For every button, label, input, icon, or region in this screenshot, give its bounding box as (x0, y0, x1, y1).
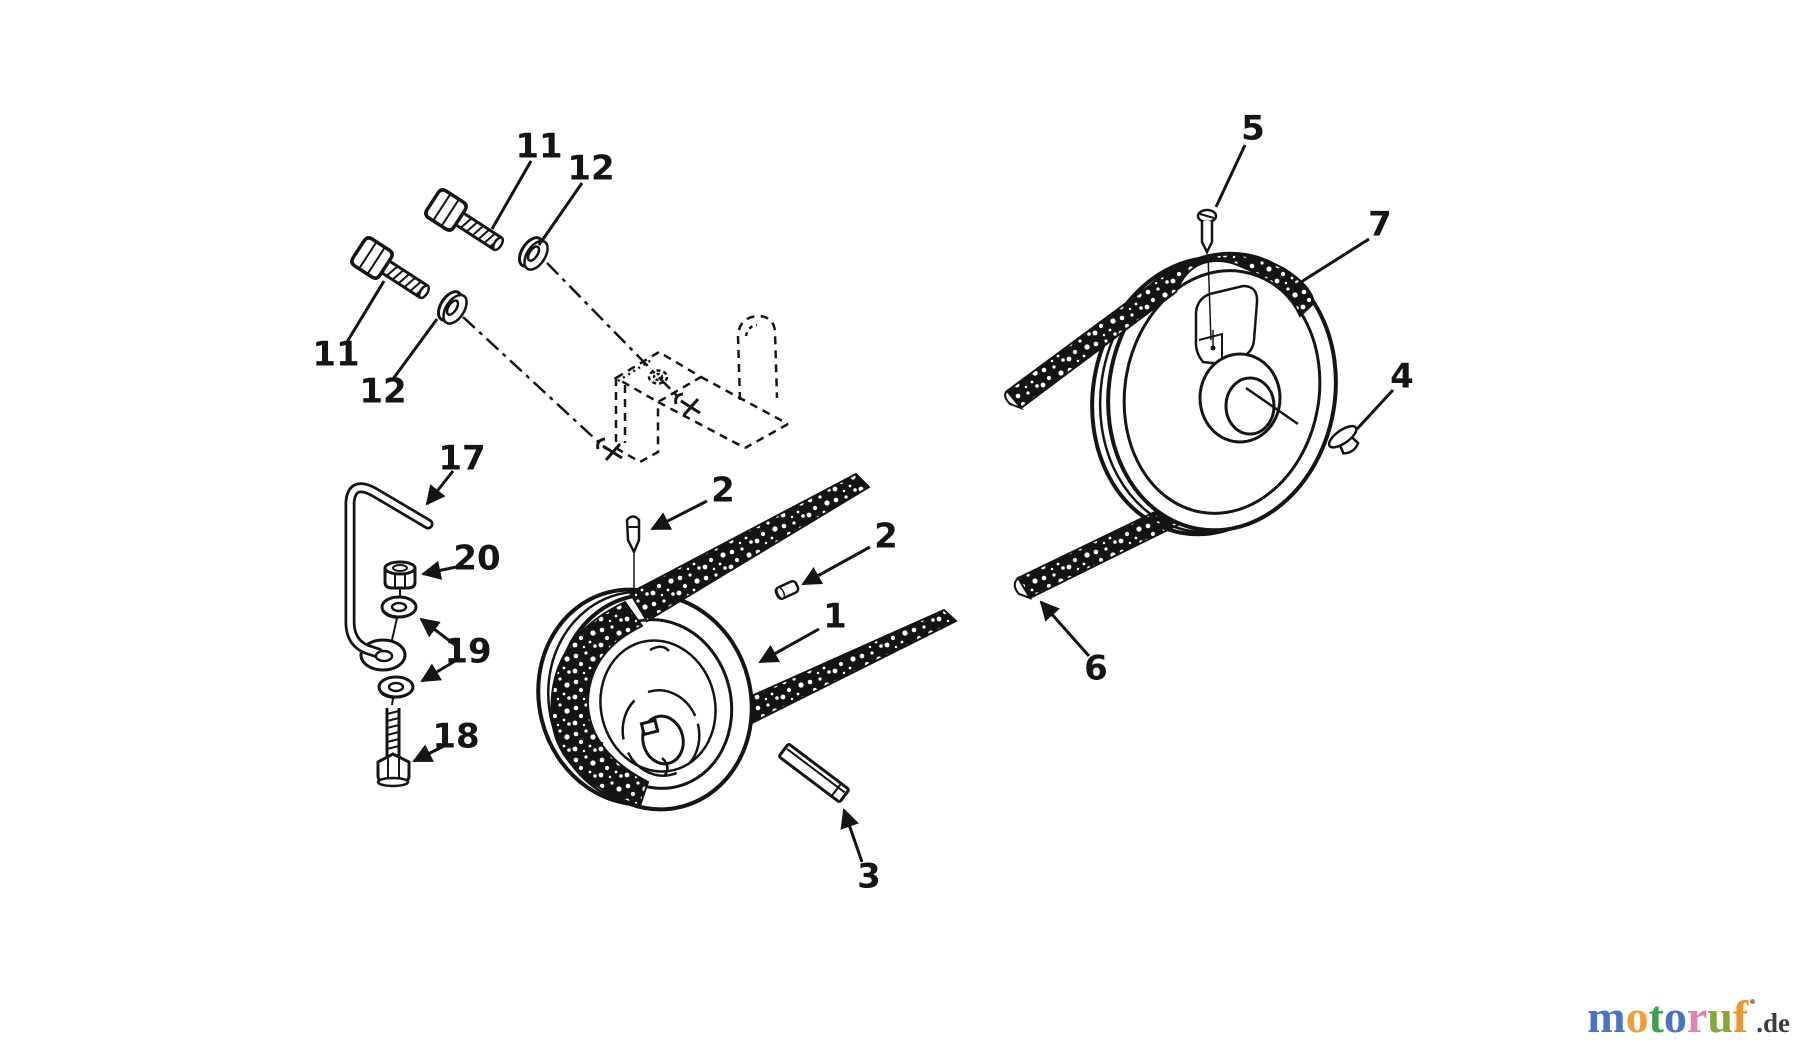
callout-2: 2 (711, 471, 735, 511)
logo-letter: f (1732, 991, 1749, 1042)
washer-12-lower (436, 290, 468, 325)
bolt-18 (376, 708, 411, 788)
key-3 (778, 743, 850, 803)
assembly-axis-lines (462, 262, 684, 450)
tm-dot-icon (1750, 999, 1756, 1004)
callout-18: 18 (432, 717, 479, 757)
bolt-11-upper (424, 188, 505, 252)
spacer-2-right (774, 579, 800, 601)
keyway-notch (639, 718, 660, 737)
screw-2-upper (625, 515, 641, 599)
washer-12-upper (517, 236, 549, 271)
callout-11: 11 (312, 335, 359, 375)
washer-19-upper (380, 595, 418, 619)
callout-2: 2 (874, 517, 898, 557)
belt-7-cut-face (1004, 389, 1025, 411)
callout-3: 3 (857, 857, 881, 897)
bracket-screw-marks (596, 392, 701, 461)
callout-7: 7 (1368, 205, 1392, 245)
callout-20: 20 (453, 539, 500, 579)
logo-suffix: .de (1756, 1008, 1790, 1038)
logo-letter: o (1625, 991, 1649, 1042)
motoruf-logo[interactable]: motoruf.de (1587, 994, 1790, 1040)
j-bolt-17 (344, 482, 434, 672)
belt-upper-run (628, 472, 871, 623)
callout-5: 5 (1241, 109, 1265, 149)
nut-20 (383, 560, 417, 590)
plug-4 (1327, 424, 1360, 455)
callout-6: 6 (1084, 649, 1108, 689)
stack-axis-ticks (391, 589, 401, 706)
callout-17: 17 (438, 439, 485, 479)
logo-letter: r (1686, 991, 1708, 1042)
callout-19: 19 (444, 632, 491, 672)
leader-lines (345, 144, 1395, 863)
logo-letter: m (1587, 991, 1626, 1042)
pulley-7-hub (1194, 284, 1299, 444)
logo-letter: t (1648, 991, 1664, 1042)
callout-12: 12 (359, 372, 406, 412)
callout-4: 4 (1390, 357, 1414, 397)
bolt-11-lower (350, 236, 431, 300)
screw-5 (1196, 208, 1218, 341)
washer-19-lower (377, 675, 415, 699)
belt-7-upper-run (1005, 253, 1316, 410)
belt-6-cut-face (1013, 576, 1033, 600)
mounting-bracket (613, 314, 789, 464)
callout-1: 1 (823, 597, 847, 637)
logo-letter: u (1707, 991, 1733, 1042)
logo-wordmark: motoruf (1587, 994, 1748, 1040)
callout-12: 12 (567, 149, 614, 189)
logo-letter: o (1663, 991, 1687, 1042)
callout-11: 11 (515, 127, 562, 167)
belt-around-pulley (550, 600, 650, 808)
